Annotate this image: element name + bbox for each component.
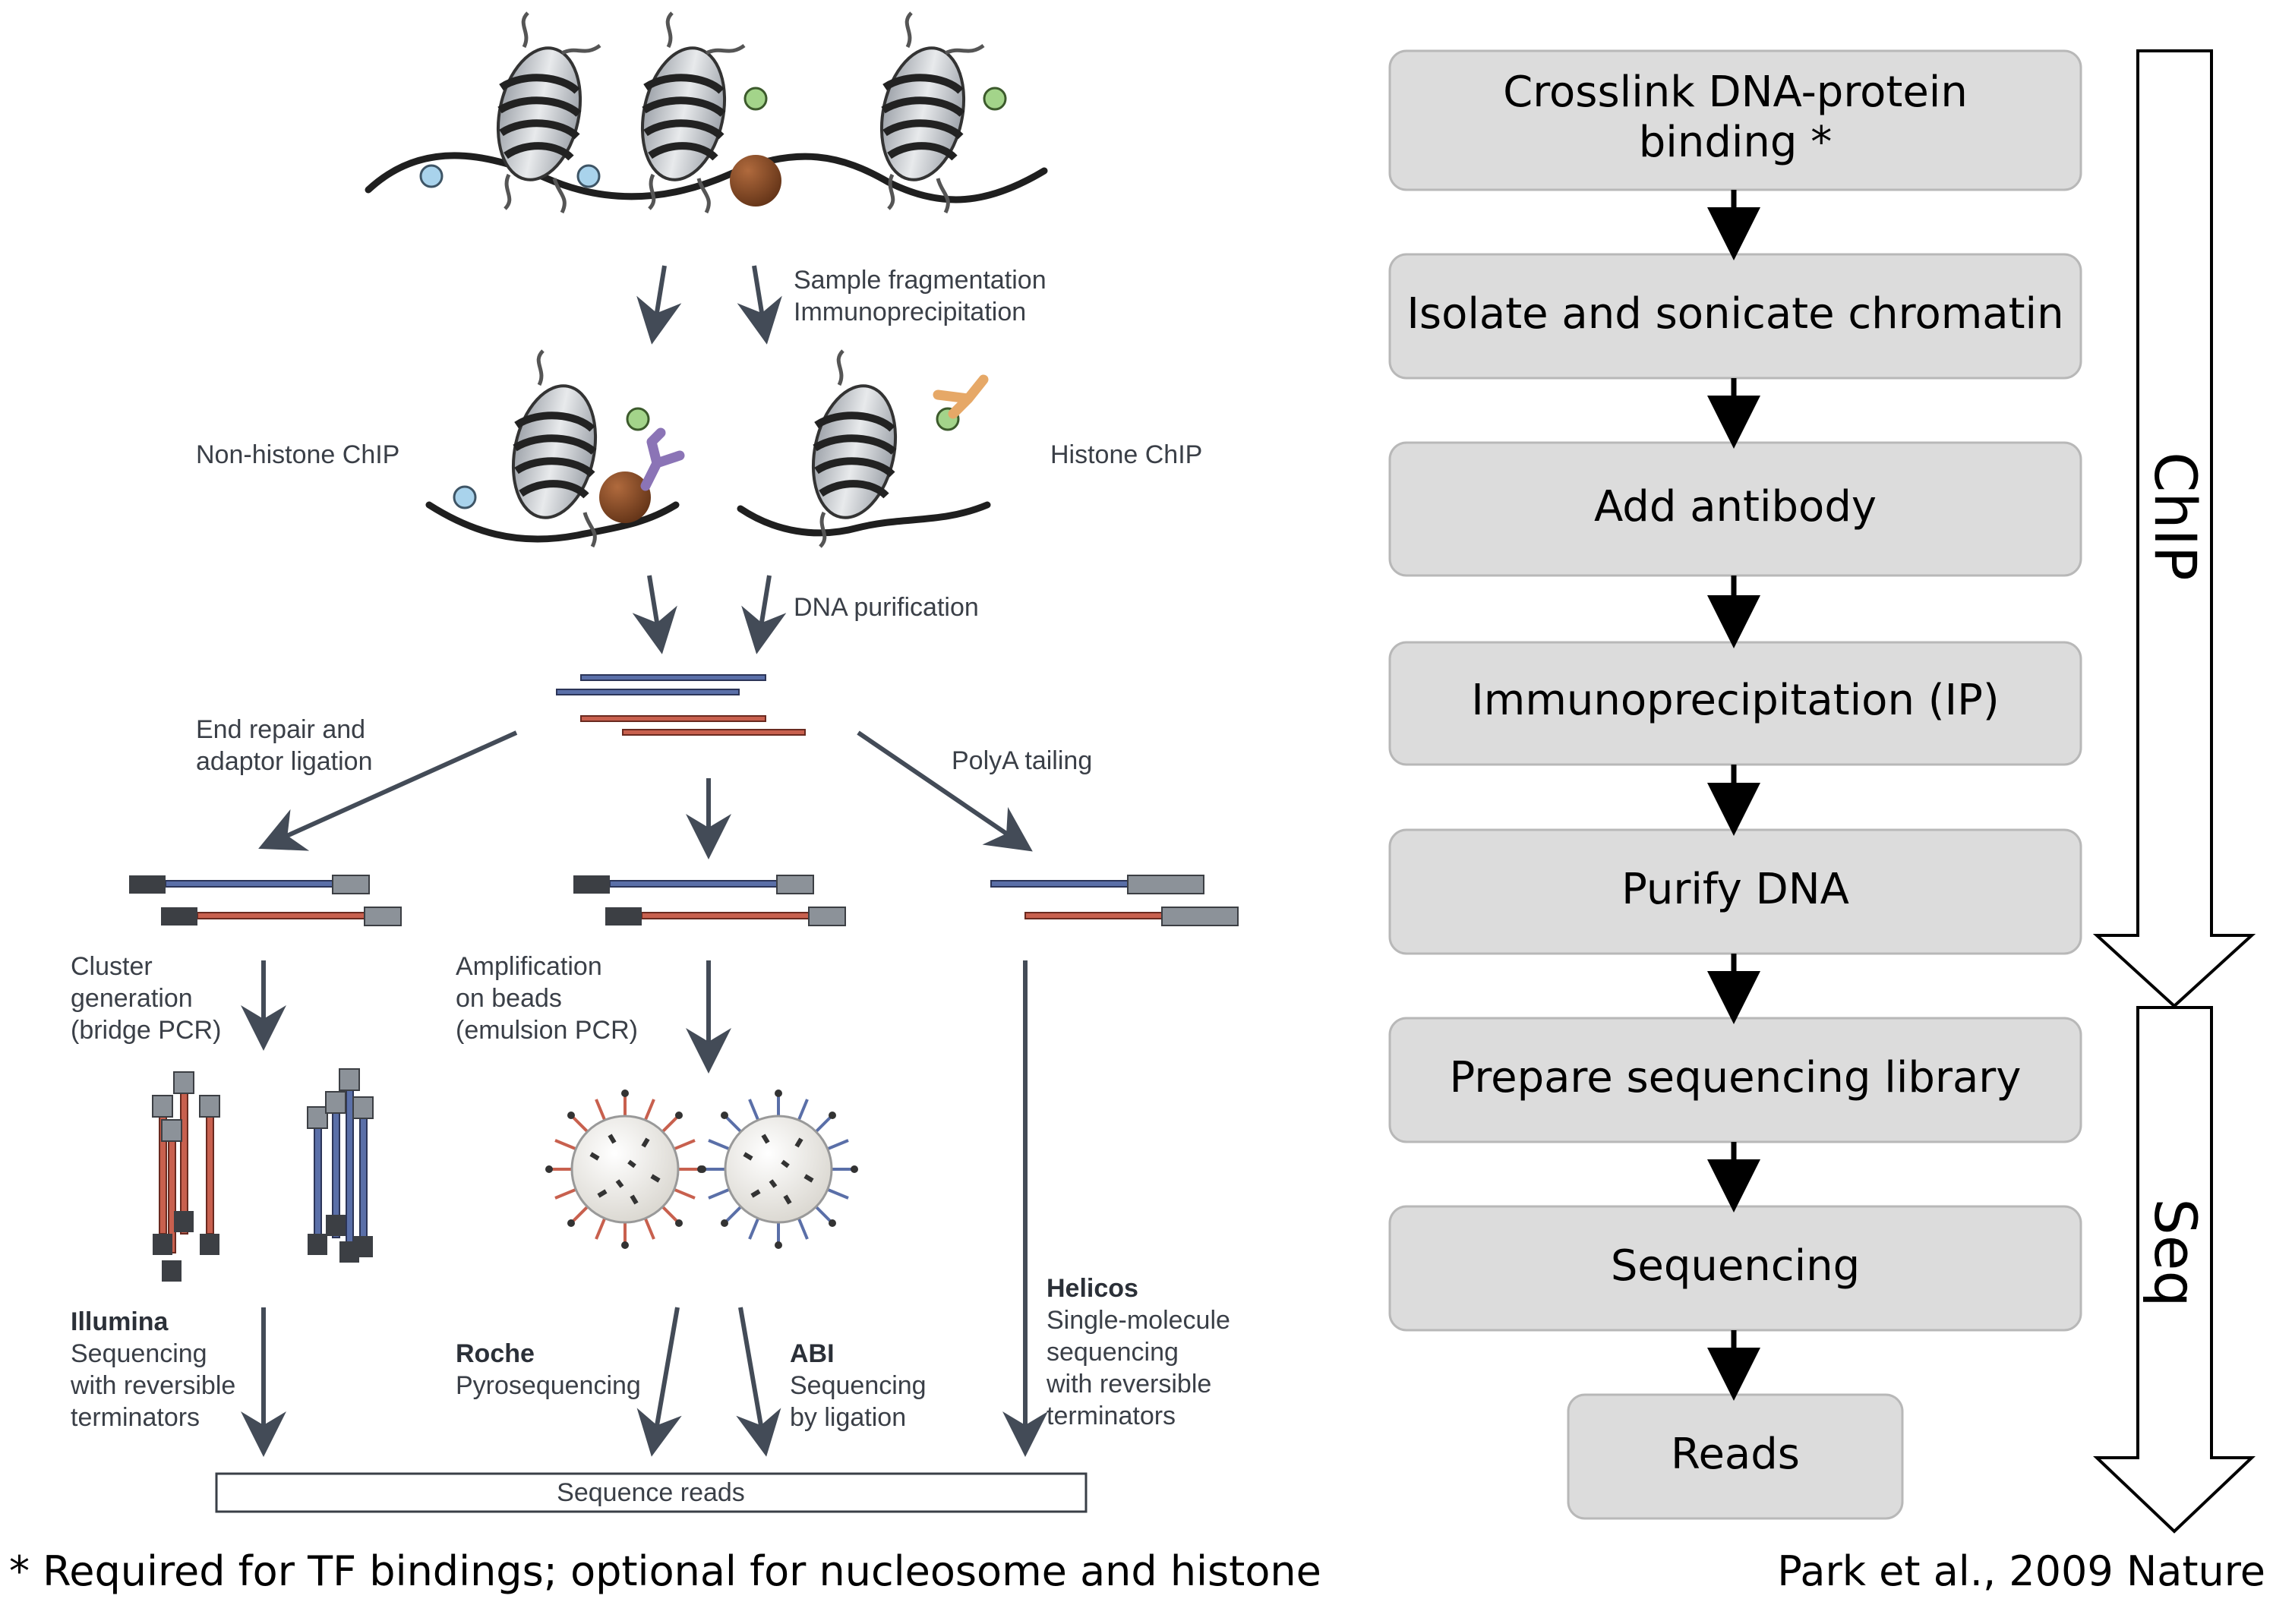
purification-arrows (632, 575, 787, 654)
adapted-fragments-middle (573, 875, 846, 926)
left-panel: Sample fragmentation Immunoprecipitation… (70, 11, 1239, 1513)
amplification-label-2: on beads (456, 984, 562, 1013)
bridge-pcr-cluster-red (152, 1071, 220, 1282)
step-reads-label: Reads (1671, 1430, 1800, 1479)
emulsion-bead-blue (699, 1089, 858, 1249)
transcription-factor (730, 155, 781, 207)
histone-mark-blue (576, 164, 601, 188)
end-repair-label: End repair and (196, 715, 365, 744)
illumina-name: Illumina (71, 1307, 169, 1336)
nucleosome (640, 11, 746, 214)
histone-mark-green (983, 87, 1007, 111)
illumina-line-2: with reversible (70, 1371, 235, 1400)
step-library-label: Prepare sequencing library (1450, 1053, 2022, 1102)
nucleosome (879, 11, 985, 214)
non-histone-chip-cartoon (425, 349, 685, 548)
histone-mark-green (626, 407, 650, 431)
chip-phase-arrow (2092, 49, 2256, 1008)
step-ip-label: Immunoprecipitation (IP) (1471, 676, 1999, 725)
histone-mark-blue (453, 485, 477, 509)
transcription-factor (599, 471, 651, 523)
flowchart: Crosslink DNA-protein binding * Isolate … (1388, 49, 2256, 1534)
illumina-line-3: terminators (71, 1403, 200, 1432)
polya-tailing-label: PolyA tailing (952, 746, 1092, 775)
polya-fragments (990, 875, 1239, 926)
step-isolate-label: Isolate and sonicate chromatin (1406, 289, 2063, 339)
helicos-line-2: sequencing (1047, 1338, 1179, 1367)
illumina-line-1: Sequencing (71, 1339, 207, 1368)
step-antibody-label: Add antibody (1594, 482, 1877, 531)
amplification-label-1: Amplification (456, 952, 602, 981)
cluster-label-2: generation (71, 984, 193, 1013)
helicos-line-4: terminators (1047, 1402, 1176, 1430)
amplification-arrows (241, 960, 1048, 1457)
abi-line-2: by ligation (790, 1403, 906, 1432)
helicos-name: Helicos (1047, 1274, 1138, 1303)
bridge-pcr-cluster-blue (307, 1068, 374, 1263)
sequencing-arrows (241, 1307, 781, 1457)
emulsion-bead-red (545, 1089, 705, 1249)
step-crosslink-line-2: binding * (1639, 118, 1833, 167)
abi-line-1: Sequencing (790, 1371, 927, 1400)
chip-phase-label: ChIP (2142, 452, 2209, 580)
seq-phase-arrow (2092, 1006, 2256, 1534)
sequence-reads-label: Sequence reads (557, 1478, 745, 1507)
histone-chip-cartoon (737, 349, 991, 548)
non-histone-chip-label: Non-histone ChIP (196, 440, 399, 469)
cluster-label-3: (bridge PCR) (71, 1016, 221, 1045)
library-prep-arrows (258, 730, 1033, 859)
step-sequencing-label: Sequencing (1611, 1241, 1860, 1291)
seq-phase-label: Seq (2142, 1198, 2209, 1307)
helicos-line-1: Single-molecule (1047, 1306, 1230, 1335)
adapted-fragments-left (129, 875, 402, 926)
roche-name: Roche (456, 1339, 535, 1368)
footnote: * Required for TF bindings; optional for… (9, 1547, 1321, 1595)
sequence-reads-bar (215, 1472, 1088, 1513)
chromatin-fiber (365, 11, 1048, 214)
nucleosome (496, 11, 601, 214)
step-purify-label: Purify DNA (1621, 865, 1849, 914)
sample-fragmentation-label: Sample fragmentation (794, 266, 1047, 295)
dna-fragments (556, 674, 806, 736)
dna-purification-label: DNA purification (794, 593, 979, 622)
antibody-icon (933, 374, 989, 419)
fragmentation-arrows (636, 265, 782, 345)
antibody-icon (640, 427, 685, 491)
citation: Park et al., 2009 Nature (1777, 1547, 2265, 1595)
step-crosslink-line-1: Crosslink DNA-protein (1503, 68, 1968, 117)
roche-line-1: Pyrosequencing (456, 1371, 641, 1400)
cluster-label-1: Cluster (71, 952, 153, 981)
histone-mark-blue (419, 164, 444, 188)
amplification-label-3: (emulsion PCR) (456, 1016, 638, 1045)
helicos-line-3: with reversible (1046, 1370, 1211, 1399)
histone-mark-green (743, 87, 768, 111)
histone-chip-label: Histone ChIP (1050, 440, 1202, 469)
immunoprecipitation-label: Immunoprecipitation (794, 298, 1026, 326)
abi-name: ABI (790, 1339, 835, 1368)
adaptor-ligation-label: adaptor ligation (196, 747, 373, 776)
